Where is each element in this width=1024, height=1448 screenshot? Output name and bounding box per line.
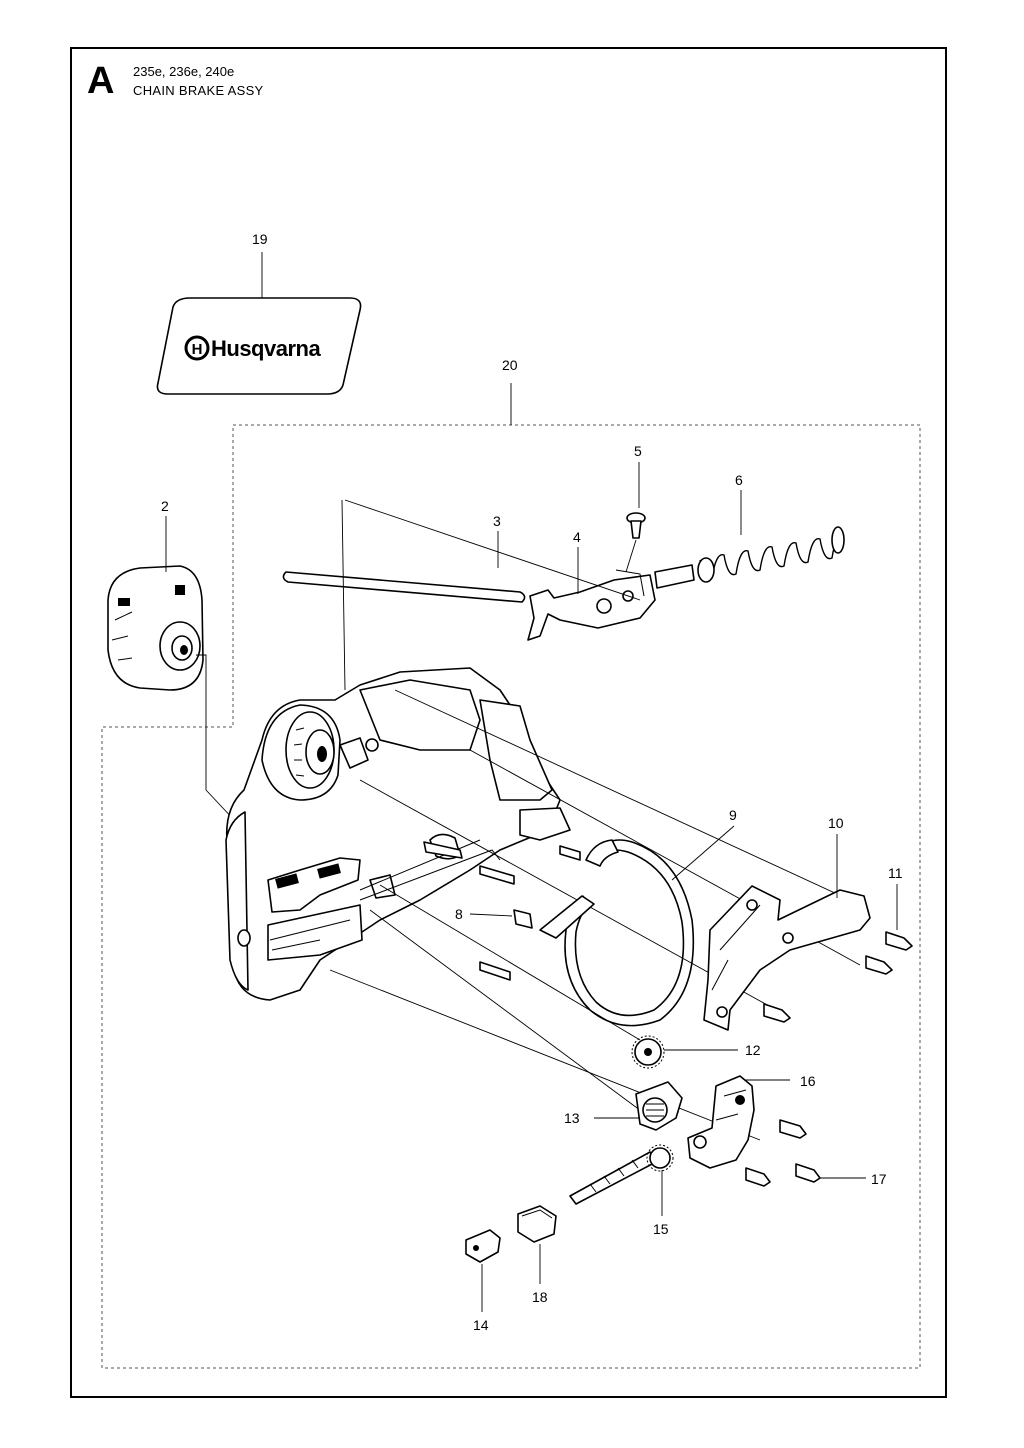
part-2-clutch-cover <box>107 565 204 691</box>
part-5-screw <box>626 512 646 539</box>
part-17-screws <box>745 1119 821 1187</box>
housing-pins <box>423 841 581 981</box>
husqvarna-logo-icon: H <box>184 335 210 361</box>
callout-19: 19 <box>252 231 268 247</box>
part-3-pin <box>282 571 526 603</box>
callout-10: 10 <box>828 815 844 831</box>
part-13-gear-cluster <box>635 1081 683 1131</box>
part-11-screws <box>763 931 913 1023</box>
callout-3: 3 <box>493 513 501 529</box>
callout-9: 9 <box>729 807 737 823</box>
guide-line-4-to-housing <box>344 499 641 601</box>
callout-18: 18 <box>532 1289 548 1305</box>
callout-4: 4 <box>573 529 581 545</box>
part-9-brake-band <box>539 839 695 1027</box>
callout-5: 5 <box>634 443 642 459</box>
part-12-gear <box>631 1035 665 1069</box>
leader-2-to-body <box>196 654 237 823</box>
husqvarna-decal: H Husqvarna <box>156 297 362 395</box>
callout-20: 20 <box>502 357 518 373</box>
callout-13: 13 <box>564 1110 580 1126</box>
guide-line-17 <box>329 969 761 1141</box>
callout-15: 15 <box>653 1221 669 1237</box>
leader-9 <box>671 825 735 881</box>
chain-brake-housing <box>225 667 571 1001</box>
callout-16: 16 <box>800 1073 816 1089</box>
callout-17: 17 <box>871 1171 887 1187</box>
guide-line-13 <box>369 909 661 1126</box>
part-18-nut-block <box>517 1205 557 1243</box>
callout-8: 8 <box>455 906 463 922</box>
part-6-spring <box>654 526 845 589</box>
callout-6: 6 <box>735 472 743 488</box>
page-frame <box>70 47 947 1398</box>
part-4-brake-lever <box>527 569 656 641</box>
part-15-adjuster-screw <box>569 1144 674 1205</box>
part-16-tensioner-housing <box>687 1075 755 1169</box>
callout-11: 11 <box>888 865 903 881</box>
part-14-nut <box>465 1229 501 1263</box>
assembly-title: CHAIN BRAKE ASSY <box>133 83 264 98</box>
callout-12: 12 <box>745 1042 761 1058</box>
leader-5-lower <box>625 539 637 573</box>
logo-symbol: H <box>192 341 203 358</box>
callout-14: 14 <box>473 1317 489 1333</box>
brand-wordmark: Husqvarna <box>211 336 321 361</box>
assembly-20-boundary <box>101 424 921 1369</box>
section-letter: A <box>87 60 115 102</box>
callout-2: 2 <box>161 498 169 514</box>
model-list: 235e, 236e, 240e <box>133 64 235 79</box>
part-10-bracket <box>703 885 871 1031</box>
leader-8 <box>469 913 513 917</box>
guide-line-11-upper <box>394 689 851 901</box>
part-8-pin <box>513 909 533 929</box>
guide-line-3-to-housing <box>341 499 346 691</box>
